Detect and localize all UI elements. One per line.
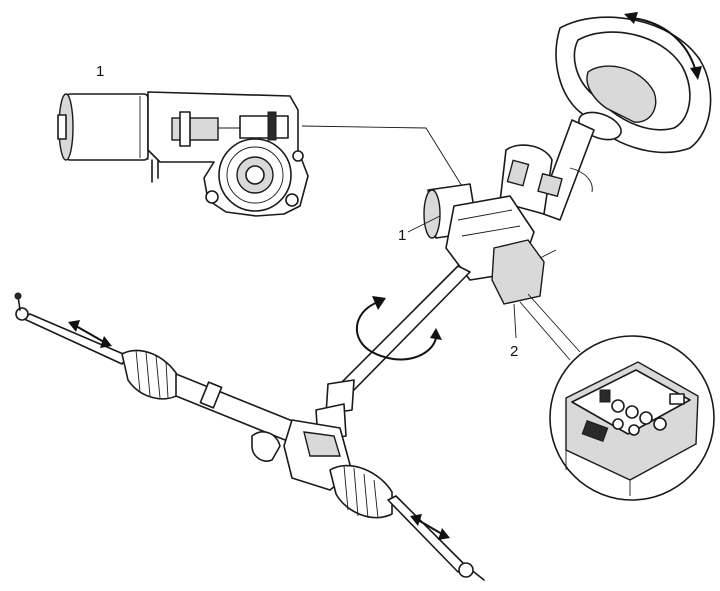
shaft-rotation-arrow bbox=[355, 296, 442, 361]
callout-label-motor-assembly: 1 bbox=[398, 227, 407, 244]
steering-wheel bbox=[555, 16, 712, 154]
motor-detail-illustration bbox=[57, 91, 309, 217]
callout-label-control-unit: 2 bbox=[510, 343, 519, 360]
right-tie-rod-arrow bbox=[410, 514, 450, 540]
motor-leader-line bbox=[301, 125, 479, 213]
callout-label-motor-detail: 1 bbox=[96, 63, 105, 80]
label-2-leader bbox=[513, 303, 517, 339]
steering-wheel-rotation-arrow bbox=[624, 12, 702, 80]
control-unit-detail bbox=[519, 293, 715, 501]
steering-rack bbox=[14, 292, 485, 581]
steering-column bbox=[315, 119, 595, 441]
label-1-leader bbox=[407, 215, 441, 233]
left-tie-rod-arrow bbox=[68, 320, 112, 348]
